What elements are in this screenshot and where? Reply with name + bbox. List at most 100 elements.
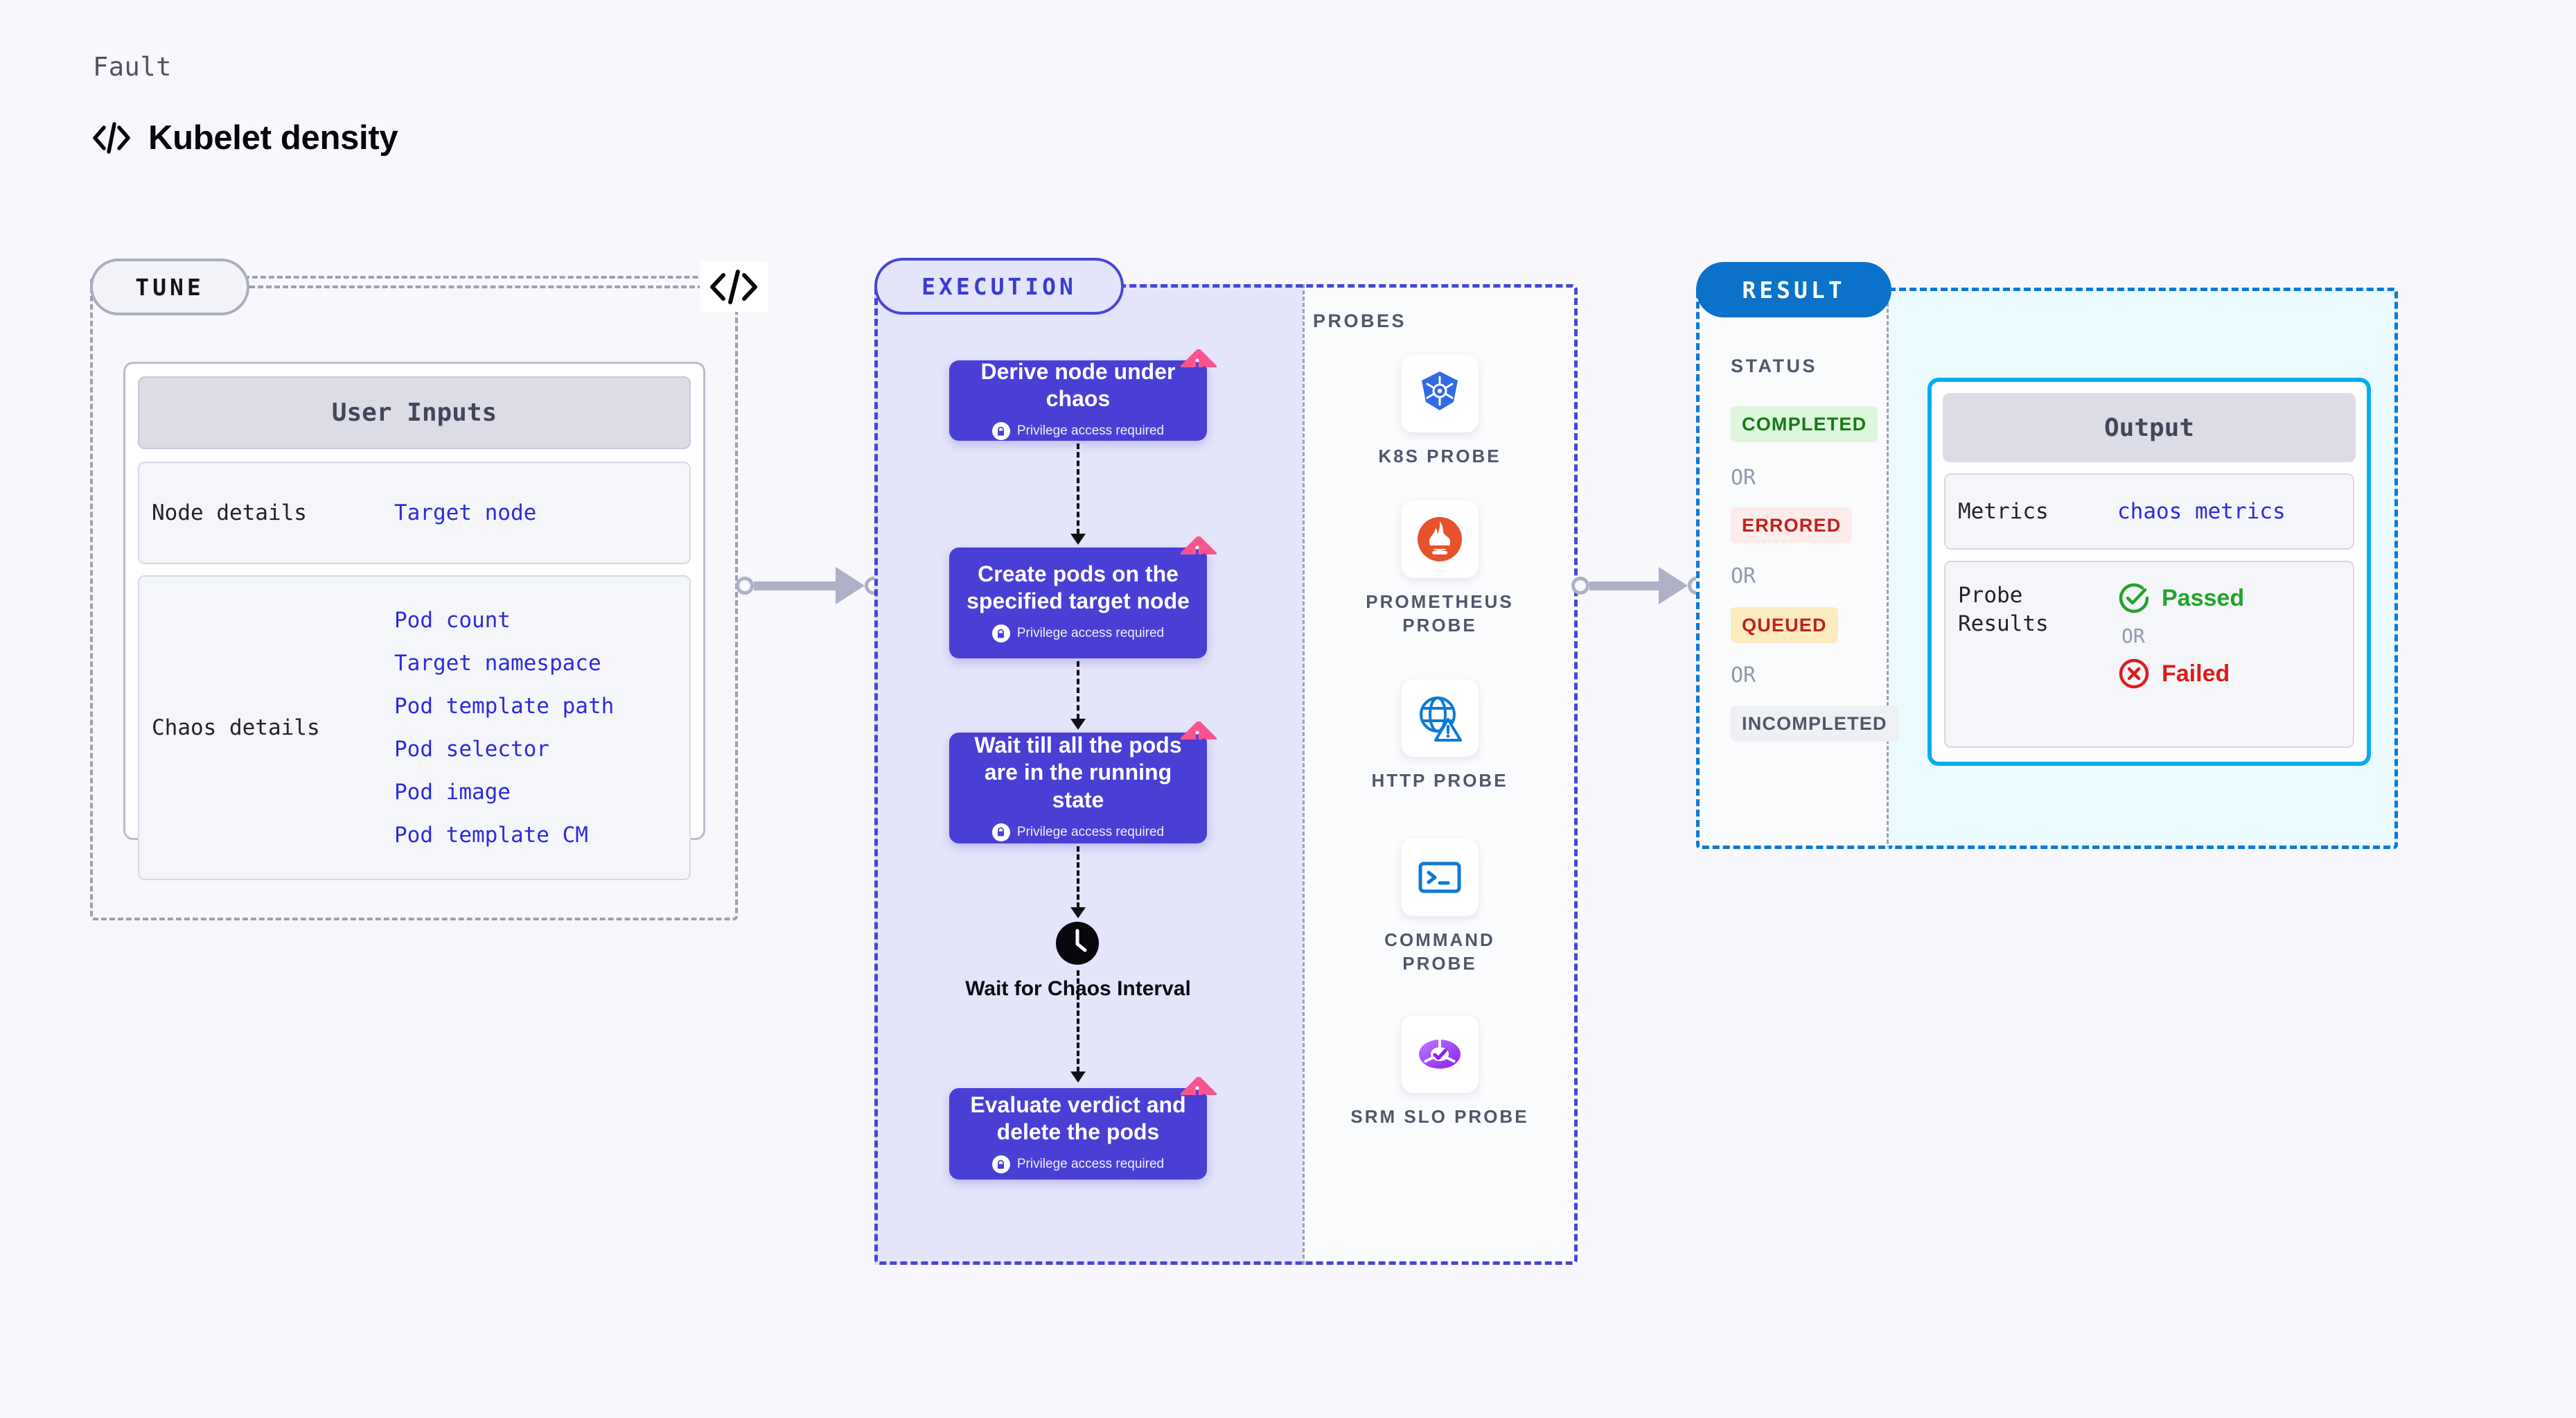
probe-k8s[interactable]: K8S PROBE <box>1350 355 1530 469</box>
x-circle-icon <box>2119 658 2149 689</box>
status-badge-completed: COMPLETED <box>1731 406 1878 442</box>
privilege-note: Privilege access required <box>991 624 1165 643</box>
arrow-stem <box>1077 661 1079 719</box>
connector-start-dot <box>1571 577 1589 595</box>
input-pod-count[interactable]: Pod count <box>394 608 511 633</box>
node-details-key: Node details <box>152 500 307 525</box>
node-title: Create pods on the specified target node <box>967 561 1190 613</box>
output-card: Output Metrics chaos metrics Probe Resul… <box>1927 378 2371 766</box>
probe-tile <box>1401 355 1479 432</box>
probes-background <box>1303 284 1578 1265</box>
node-title: Wait till all the pods are in the runnin… <box>974 733 1182 812</box>
kubernetes-icon <box>1422 371 1458 410</box>
user-inputs-header: User Inputs <box>138 376 691 449</box>
arrow-stem <box>1077 970 1079 1072</box>
privilege-text: Privilege access required <box>1016 824 1165 839</box>
connector-arrowhead <box>836 567 865 604</box>
execution-node-derive-node[interactable]: Derive node under chaos Privilege access… <box>949 349 1217 441</box>
probe-tile <box>1401 500 1479 578</box>
input-pod-image[interactable]: Pod image <box>394 780 511 805</box>
failed-label: Failed <box>2162 660 2230 687</box>
node-title: Evaluate verdict and delete the pods <box>970 1092 1186 1144</box>
lock-icon <box>991 422 1010 441</box>
input-target-node[interactable]: Target node <box>394 500 537 525</box>
metrics-row: Metrics chaos metrics <box>1944 473 2354 550</box>
execution-node-wait-pods-running[interactable]: Wait till all the pods are in the runnin… <box>949 721 1217 843</box>
probe-tile <box>1401 839 1479 916</box>
lock-icon <box>991 1155 1010 1174</box>
input-pod-selector[interactable]: Pod selector <box>394 737 549 762</box>
privilege-note: Privilege access required <box>991 1155 1164 1174</box>
harness-mark-icon <box>1181 721 1217 745</box>
clock-icon <box>1056 922 1099 965</box>
wait-clock <box>1039 920 1115 966</box>
probe-command[interactable]: COMMAND PROBE <box>1350 839 1530 976</box>
result-pill[interactable]: RESULT <box>1696 262 1891 317</box>
node-details-row: Node details Target node <box>138 462 691 564</box>
status-or-1: OR <box>1731 466 1756 490</box>
input-target-namespace[interactable]: Target namespace <box>394 651 601 676</box>
probe-result-passed: Passed <box>2117 581 2244 615</box>
connector-start-dot <box>736 577 754 595</box>
lock-icon <box>991 823 1010 841</box>
user-inputs-card: User Inputs Node details Target node Cha… <box>123 362 705 880</box>
output-header: Output <box>1943 393 2356 462</box>
arrow-head <box>1070 907 1086 918</box>
chaos-details-key: Chaos details <box>152 715 320 740</box>
privilege-note: Privilege access required <box>991 823 1165 841</box>
input-pod-template-path[interactable]: Pod template path <box>394 694 615 719</box>
arrow-head <box>1070 1071 1086 1083</box>
node-title: Derive node under chaos <box>980 358 1176 411</box>
passed-label: Passed <box>2162 584 2245 611</box>
probe-label: PROMETHEUS PROBE <box>1366 591 1514 636</box>
page-title: Kubelet density <box>148 119 398 157</box>
status-or-2: OR <box>1731 564 1756 588</box>
globe-warning-icon <box>1420 697 1462 742</box>
code-brackets-icon <box>93 122 130 154</box>
result-status-region <box>1696 288 1889 849</box>
probe-result-failed: Failed <box>2117 657 2244 690</box>
probe-tile <box>1401 679 1479 757</box>
flow-arrow-2 <box>1070 661 1086 730</box>
probe-result-or: OR <box>2121 624 2145 647</box>
arrow-stem <box>1077 846 1079 908</box>
fault-eyebrow: Fault <box>93 52 172 82</box>
tune-region <box>90 276 738 920</box>
code-brackets-icon-small <box>700 262 768 312</box>
probe-results-row: Probe Results Passed OR Failed <box>1944 561 2354 748</box>
page-header: Kubelet density <box>90 116 398 159</box>
connector-bar <box>1589 581 1659 590</box>
execution-node-evaluate-verdict[interactable]: Evaluate verdict and delete the pods Pri… <box>949 1077 1217 1180</box>
flow-arrow-1 <box>1070 444 1086 545</box>
srm-slo-icon <box>1419 1040 1461 1069</box>
probe-tile <box>1401 1015 1479 1093</box>
prometheus-icon <box>1418 517 1462 561</box>
execution-pill[interactable]: EXECUTION <box>874 258 1124 315</box>
tune-top-dashed-line <box>249 286 703 288</box>
chaos-details-row: Chaos details Pod count Target namespace… <box>138 575 691 880</box>
connector-tune-to-execution <box>736 567 883 604</box>
terminal-icon <box>1418 861 1461 893</box>
connector-arrowhead <box>1659 567 1688 604</box>
connector-execution-to-result <box>1571 567 1706 604</box>
probe-label: COMMAND PROBE <box>1384 929 1495 974</box>
probe-srm-slo[interactable]: SRM SLO PROBE <box>1350 1015 1530 1129</box>
metrics-value[interactable]: chaos metrics <box>2117 499 2286 524</box>
connector-bar <box>754 581 836 590</box>
execution-node-create-pods[interactable]: Create pods on the specified target node… <box>949 536 1217 658</box>
flow-arrow-3 <box>1070 846 1086 918</box>
input-pod-template-cm[interactable]: Pod template CM <box>394 823 588 848</box>
probe-results-key: Probe Results <box>1958 583 2049 636</box>
probe-http[interactable]: HTTP PROBE <box>1350 679 1530 793</box>
harness-mark-icon <box>1181 349 1217 373</box>
status-badge-queued: QUEUED <box>1731 607 1838 643</box>
arrow-head <box>1070 719 1086 730</box>
privilege-text: Privilege access required <box>1016 423 1165 439</box>
probes-label: PROBES <box>1313 310 1407 331</box>
tune-pill[interactable]: TUNE <box>90 259 249 315</box>
status-badge-incompleted: INCOMPLETED <box>1731 706 1898 742</box>
probe-prometheus[interactable]: PROMETHEUS PROBE <box>1350 500 1530 638</box>
probe-label: SRM SLO PROBE <box>1350 1106 1529 1127</box>
privilege-text: Privilege access required <box>1016 626 1165 641</box>
harness-mark-icon <box>1181 1077 1217 1101</box>
